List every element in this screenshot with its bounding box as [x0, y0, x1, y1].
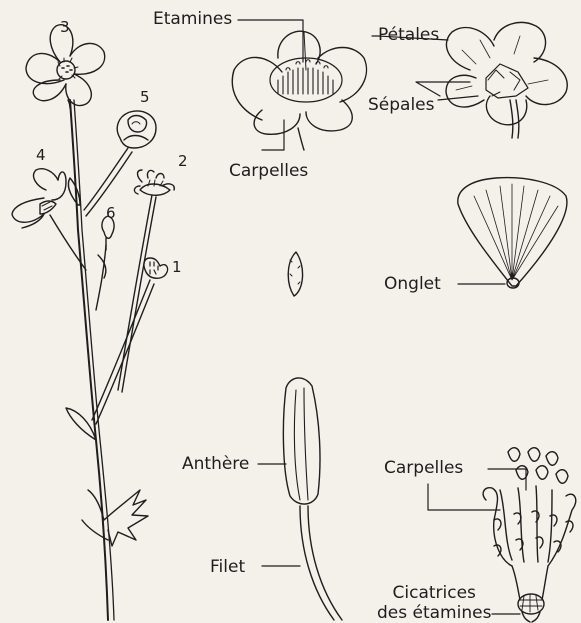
stage-number-3: 3	[60, 20, 70, 35]
flower-sepals-drawing	[446, 22, 567, 138]
achene-drawing	[288, 252, 302, 296]
label-cicatrices-line1: Cicatrices	[377, 584, 491, 604]
label-carpelles-bottom: Carpelles	[384, 460, 463, 477]
stage-number-4: 4	[36, 148, 46, 163]
carpels-drawing	[483, 448, 576, 622]
label-filet: Filet	[210, 559, 245, 576]
stage-number-2: 2	[178, 154, 188, 169]
flower-stamens-drawing	[232, 31, 366, 150]
label-cicatrices-des-etamines: Cicatrices des étamines	[377, 584, 491, 623]
label-cicatrices-line2: des étamines	[377, 604, 491, 623]
label-petales: Pétales	[378, 27, 439, 44]
label-etamines: Etamines	[153, 11, 232, 28]
petal-drawing	[458, 178, 567, 288]
stage-number-6: 6	[106, 206, 116, 221]
label-carpelles-top: Carpelles	[229, 163, 308, 180]
stage-number-5: 5	[140, 90, 150, 105]
label-onglet: Onglet	[384, 276, 441, 293]
stage-number-1: 1	[172, 260, 182, 275]
label-anthere: Anthère	[182, 456, 249, 473]
label-sepales: Sépales	[368, 97, 435, 114]
stamen-drawing	[283, 378, 342, 620]
plant-drawing	[12, 25, 174, 620]
